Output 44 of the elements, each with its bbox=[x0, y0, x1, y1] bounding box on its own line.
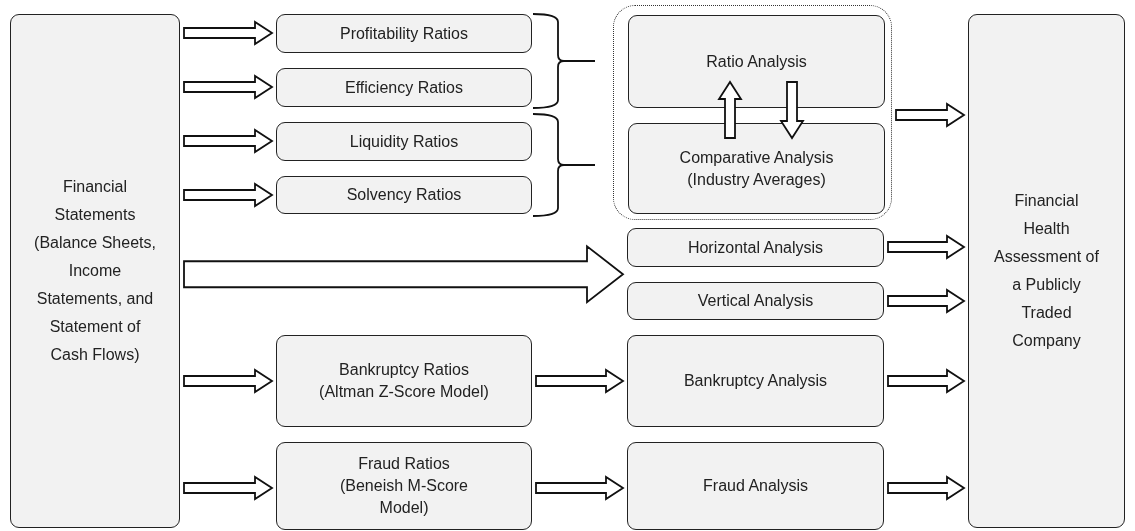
process-box bbox=[276, 68, 532, 107]
process-box bbox=[628, 15, 885, 108]
block-arrow bbox=[717, 80, 743, 139]
box-label: Financial Statements (Balance Sheets, Income Statements, and Statement of Cash Flows) bbox=[33, 177, 157, 365]
block-arrow bbox=[183, 475, 274, 501]
box-label: Horizontal Analysis bbox=[687, 237, 824, 258]
block-arrow bbox=[183, 182, 274, 208]
box-label: Bankruptcy Ratios (Altman Z-Score Model) bbox=[318, 360, 490, 402]
process-box bbox=[276, 122, 532, 161]
block-arrow bbox=[183, 74, 274, 100]
process-box bbox=[627, 228, 884, 267]
box-label: Liquidity Ratios bbox=[349, 131, 459, 152]
block-arrow bbox=[887, 368, 966, 394]
process-box bbox=[276, 176, 532, 214]
process-box bbox=[968, 14, 1125, 528]
block-arrow bbox=[183, 244, 625, 305]
block-arrow bbox=[183, 20, 274, 46]
process-box bbox=[628, 123, 885, 214]
box-label: Solvency Ratios bbox=[346, 185, 462, 205]
block-arrow bbox=[887, 234, 966, 260]
process-box bbox=[276, 14, 532, 53]
box-label: Financial Health Assessment of a Publicly Traded Company bbox=[993, 191, 1100, 351]
block-arrow bbox=[887, 288, 966, 314]
box-label: Profitability Ratios bbox=[339, 23, 468, 44]
block-arrow bbox=[183, 368, 274, 394]
process-box bbox=[627, 282, 884, 320]
box-label: Comparative Analysis (Industry Averages) bbox=[678, 147, 835, 190]
box-label: Fraud Analysis bbox=[703, 476, 808, 496]
process-box bbox=[627, 442, 884, 530]
process-box bbox=[10, 14, 180, 528]
process-box bbox=[627, 335, 884, 427]
box-label: Efficiency Ratios bbox=[345, 77, 463, 98]
box-label: Bankruptcy Analysis bbox=[683, 371, 828, 391]
block-arrow bbox=[535, 475, 625, 501]
process-box bbox=[276, 442, 532, 530]
process-box bbox=[276, 335, 532, 427]
block-arrow bbox=[183, 128, 274, 154]
box-label: Fraud Ratios (Beneish M-Score Model) bbox=[338, 454, 469, 518]
box-label: Vertical Analysis bbox=[697, 291, 814, 311]
block-arrow bbox=[535, 368, 625, 394]
block-arrow bbox=[887, 475, 966, 501]
block-arrow bbox=[895, 102, 966, 128]
block-arrow bbox=[779, 81, 805, 140]
box-label: Ratio Analysis bbox=[706, 51, 807, 72]
